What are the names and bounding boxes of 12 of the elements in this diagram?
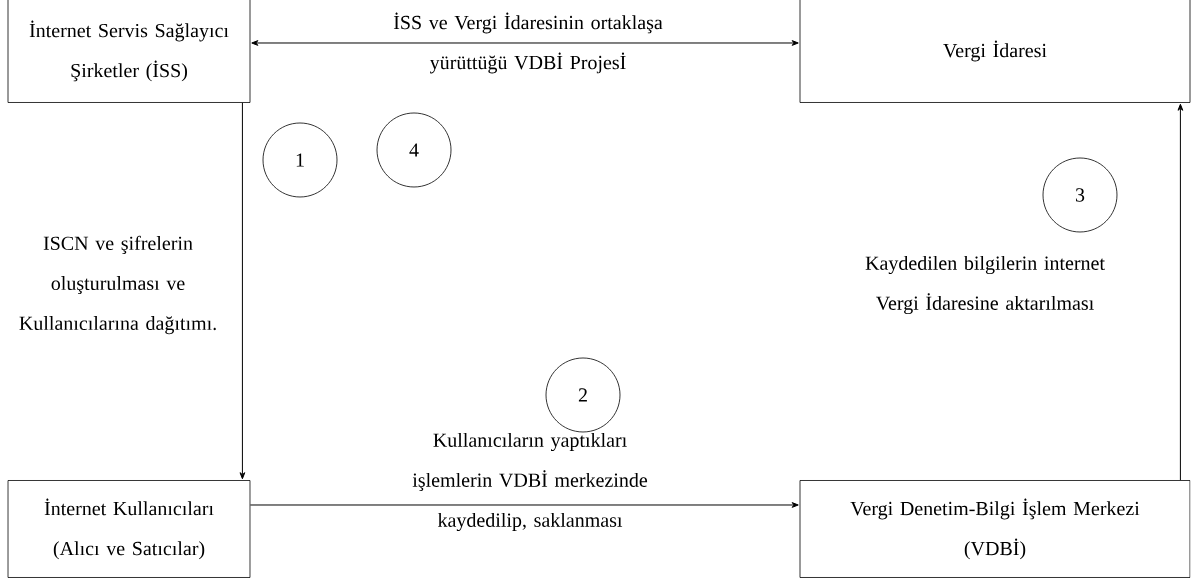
- arrow: [251, 40, 799, 46]
- arrow: [1177, 103, 1184, 481]
- edge-label: ISCN ve şifrelerin oluşturulması ve Kullanıcılarına dağıtımı.: [19, 235, 216, 335]
- edge-label: Kullanıcıların yaptıkları işlemlerin VDBİ merkezinde kaydedilip, saklanması: [412, 432, 648, 532]
- edge-label: İSS ve Vergi İdaresinin ortaklaşa yürüttüğü VDBİ Projesİ: [393, 12, 663, 74]
- process-box: Vergi Denetim-Bilgi İşlem Merkezi (VDBİ): [799, 480, 1191, 578]
- process-box: Vergi İdaresi: [799, 0, 1191, 103]
- arrow: [239, 102, 246, 480]
- process-box: İnternet Servis Sağlayıcı Şirketler (İSS): [7, 0, 251, 103]
- edge-label: Kaydedilen bilgilerin internet Vergi İdaresine aktarılması: [865, 255, 1105, 315]
- arrow: [249, 502, 799, 508]
- process-box: İnternet Kullanıcıları (Alıcı ve Satıcılar): [7, 480, 251, 578]
